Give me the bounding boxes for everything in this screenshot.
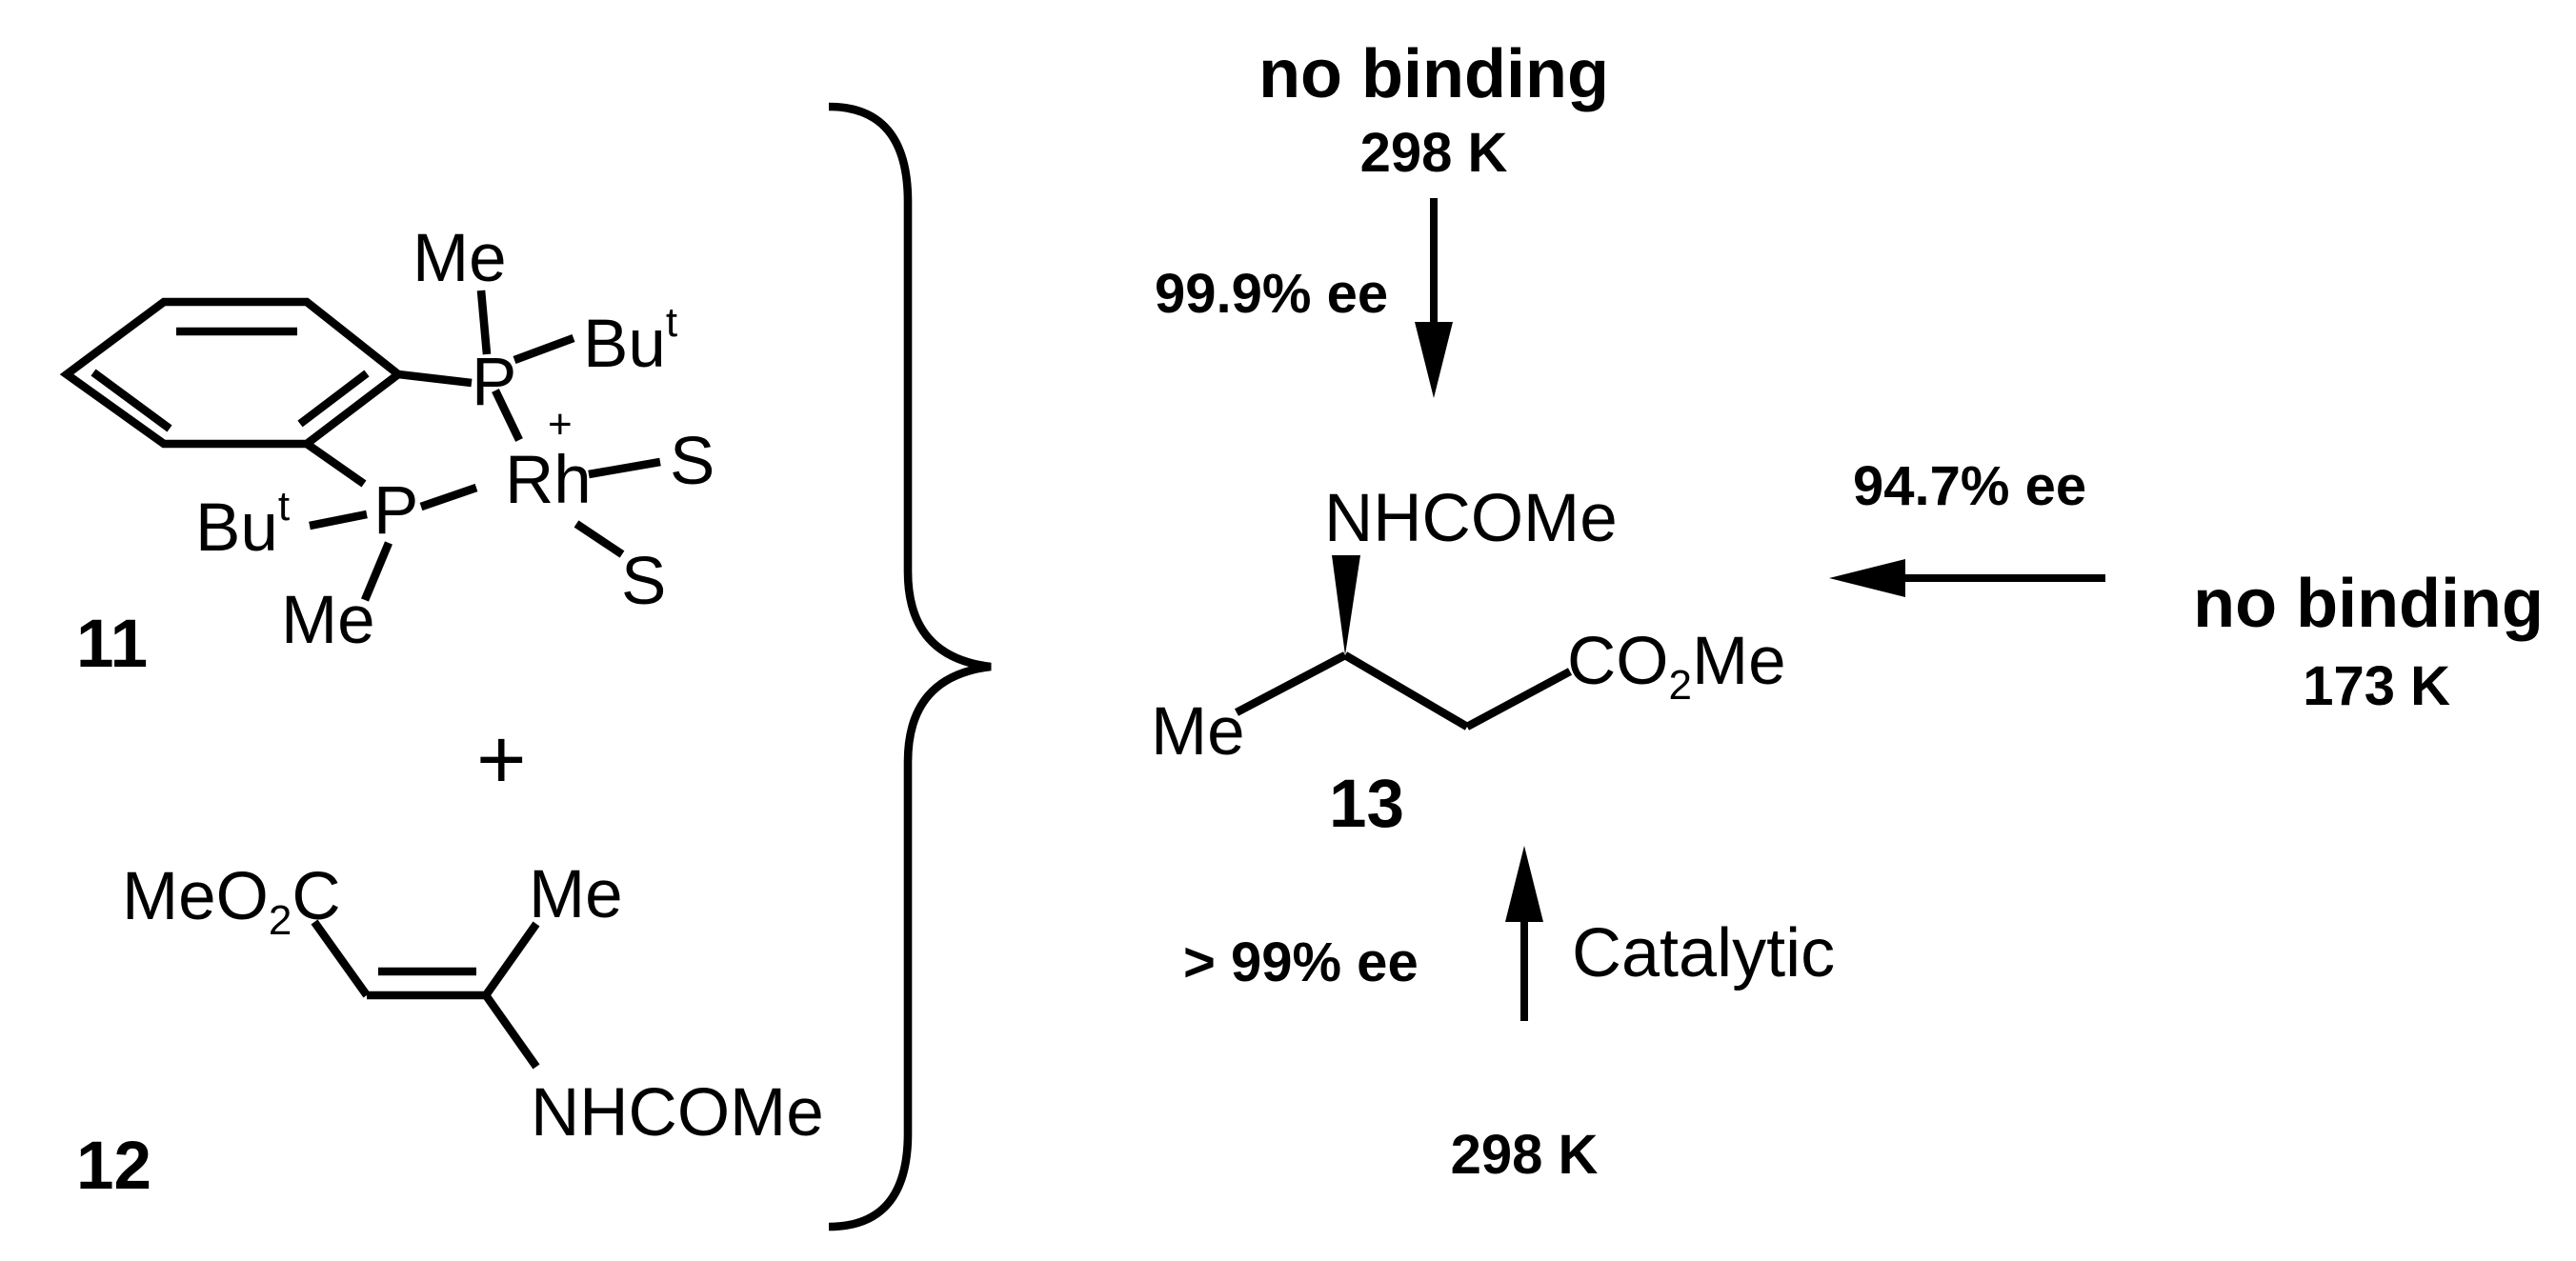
positive-charge-label: +	[548, 401, 573, 448]
right-condition: 94.7% ee no binding 173 K	[1829, 455, 2544, 717]
p-me-bond-lower	[361, 541, 392, 602]
condition-temperature: 298 K	[1360, 122, 1508, 184]
methyl-label: Me	[413, 221, 507, 296]
acetamido-label: NHCOMe	[1324, 481, 1618, 556]
p-me-bond	[476, 290, 492, 355]
curly-brace	[828, 102, 992, 1231]
methyl-ester-label: MeO2C	[122, 859, 341, 944]
solvent-label: S	[621, 544, 666, 619]
compound-number-13: 13	[1329, 767, 1404, 842]
methyl-label: Me	[281, 583, 375, 658]
product-13: NHCOMe CO2Me Me 13	[1151, 481, 1786, 842]
compound-number-11: 11	[76, 607, 148, 682]
catalytic-label: Catalytic	[1572, 915, 1835, 991]
condition-title: no binding	[1258, 36, 1609, 112]
arrow-head-up	[1505, 846, 1543, 922]
alkene-n-bond	[482, 992, 540, 1070]
bottom-condition: > 99% ee Catalytic 298 K	[1183, 846, 1835, 1186]
aromatic-inner-bond	[297, 370, 370, 428]
alkene-me-bond	[482, 921, 540, 998]
methyl-label: Me	[1151, 694, 1245, 770]
chain-bond	[1234, 651, 1348, 716]
p-but-bond	[513, 333, 575, 365]
methyl-label: Me	[529, 857, 623, 932]
compound-number-12: 12	[76, 1129, 151, 1204]
benzene-ring	[59, 297, 406, 449]
ester-ch-bond	[311, 919, 371, 998]
condition-temperature: 298 K	[1451, 1124, 1599, 1186]
methyl-ester-label: CO2Me	[1567, 624, 1786, 709]
p-rh-bond-lower	[419, 483, 478, 511]
tert-butyl-label: But	[195, 483, 290, 566]
phosphorus-label: P	[472, 345, 516, 420]
solvent-label: S	[670, 424, 714, 499]
ring-p-top-bond	[397, 370, 473, 388]
ring-p-bottom-bond	[304, 440, 367, 488]
acetamido-label: NHCOMe	[531, 1075, 824, 1151]
condition-title: no binding	[2193, 566, 2544, 642]
enantiomeric-excess-label: 94.7% ee	[1853, 455, 2086, 517]
rh-s-bond	[588, 457, 661, 479]
arrow-head-down	[1415, 322, 1453, 398]
rh-s-bond	[574, 520, 625, 558]
aromatic-inner-bond	[91, 369, 172, 432]
arrow-head-left	[1829, 559, 1905, 597]
wedge-bond	[1332, 555, 1360, 655]
enantiomeric-excess-label: > 99% ee	[1183, 931, 1419, 993]
rh-complex-11: Me But P + Rh S S But P Me 11	[59, 221, 714, 682]
phosphorus-label: P	[373, 473, 418, 549]
plus-sign: +	[476, 712, 527, 808]
but-p-bond	[309, 510, 368, 530]
substrate-12: MeO2C Me NHCOMe 12	[76, 857, 824, 1204]
tert-butyl-label: But	[583, 299, 677, 382]
p-rh-bond	[492, 389, 523, 442]
condition-temperature: 173 K	[2303, 655, 2450, 717]
enantiomeric-excess-label: 99.9% ee	[1155, 263, 1388, 325]
top-condition: no binding 298 K 99.9% ee	[1155, 36, 1609, 398]
chain-bond	[1464, 668, 1573, 731]
rhodium-label: Rh	[505, 443, 592, 518]
chain-bond	[1342, 651, 1470, 731]
